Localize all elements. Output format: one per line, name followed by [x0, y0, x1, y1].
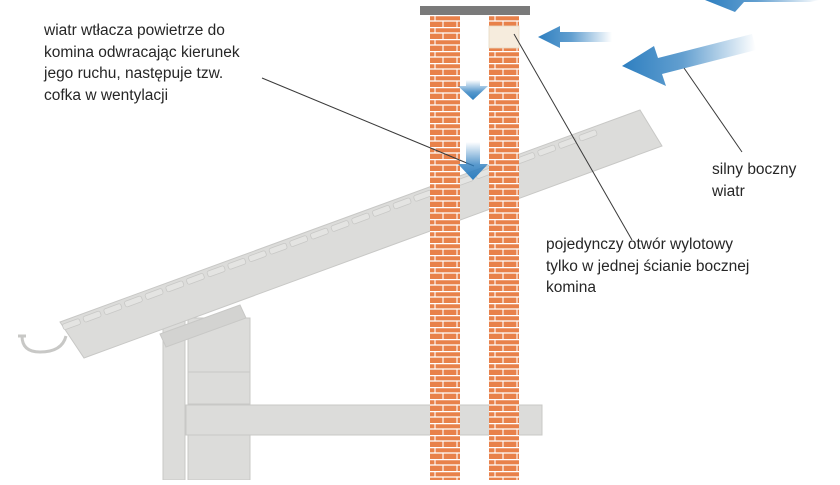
- chimney-wall-right: [489, 14, 519, 480]
- chimney-cap: [420, 6, 530, 15]
- arrow-down-icon: [458, 142, 488, 180]
- roof-tile: [144, 288, 164, 300]
- annotation-backdraft-line: jego ruchu, następuje tzw.: [44, 65, 224, 82]
- wall-block: [187, 317, 251, 481]
- annotation-backdraft-line: komina odwracając kierunek: [44, 43, 240, 61]
- arrow-left-icon: [705, 0, 820, 12]
- arrow-down-icon: [458, 80, 488, 100]
- roof-tile: [186, 273, 205, 285]
- roof-tile: [310, 227, 329, 240]
- roof-tile: [351, 212, 371, 225]
- roof-tile: [165, 280, 185, 293]
- roof-rafter: [159, 304, 247, 348]
- arrow-left-icon: [622, 34, 756, 86]
- roof-tile: [124, 295, 143, 308]
- ceiling-beam: [185, 404, 543, 436]
- roof-tile: [578, 129, 598, 142]
- roof-tile: [268, 242, 288, 255]
- annotation-outlet-line: pojedynczy otwór wylotowy: [546, 236, 733, 253]
- leader-line-side-wind: [683, 67, 743, 153]
- outlet-opening: [488, 25, 520, 49]
- annotation-backdraft: wiatr wtłacza powietrze do komina odwrac…: [44, 20, 240, 106]
- gutter: [20, 335, 68, 354]
- annotation-outlet-line: komina: [546, 279, 596, 296]
- roof-tile: [289, 235, 309, 247]
- leader-lines: [261, 33, 743, 241]
- annotation-side-wind-line: wiatr: [712, 182, 745, 200]
- roof-tile: [248, 250, 267, 262]
- roof-tile: [372, 205, 391, 217]
- roof-tile: [62, 318, 81, 330]
- roof-tile: [537, 144, 557, 157]
- annotation-backdraft-line: cofka w wentylacji: [44, 86, 169, 104]
- leader-line-outlet: [513, 33, 633, 241]
- arrow-left-icon: [538, 26, 612, 48]
- roof-tile: [82, 310, 102, 323]
- chimney-wall-left: [430, 14, 460, 480]
- annotation-outlet: pojedynczy otwór wylotowy tylko w jednej…: [546, 234, 749, 299]
- roof-tile: [103, 303, 123, 315]
- roof-tile: [558, 137, 577, 149]
- roof-tile: [206, 265, 226, 278]
- wind-arrows: [458, 0, 820, 180]
- annotation-side-wind: silny boczny wiatr: [712, 159, 796, 202]
- building-structure: [162, 317, 543, 481]
- chimney: [420, 6, 530, 480]
- roof-tiles: [62, 129, 598, 330]
- leader-line-backdraft: [261, 77, 475, 167]
- annotation-outlet-line: tylko w jednej ścianie bocznej: [546, 257, 750, 275]
- roof-tile: [392, 197, 412, 210]
- roof-tile: [227, 258, 247, 270]
- roof-tile: [330, 220, 350, 232]
- annotation-backdraft-line: wiatr wtłacza powietrze do: [44, 22, 225, 39]
- annotation-side-wind-line: silny boczny: [712, 161, 797, 178]
